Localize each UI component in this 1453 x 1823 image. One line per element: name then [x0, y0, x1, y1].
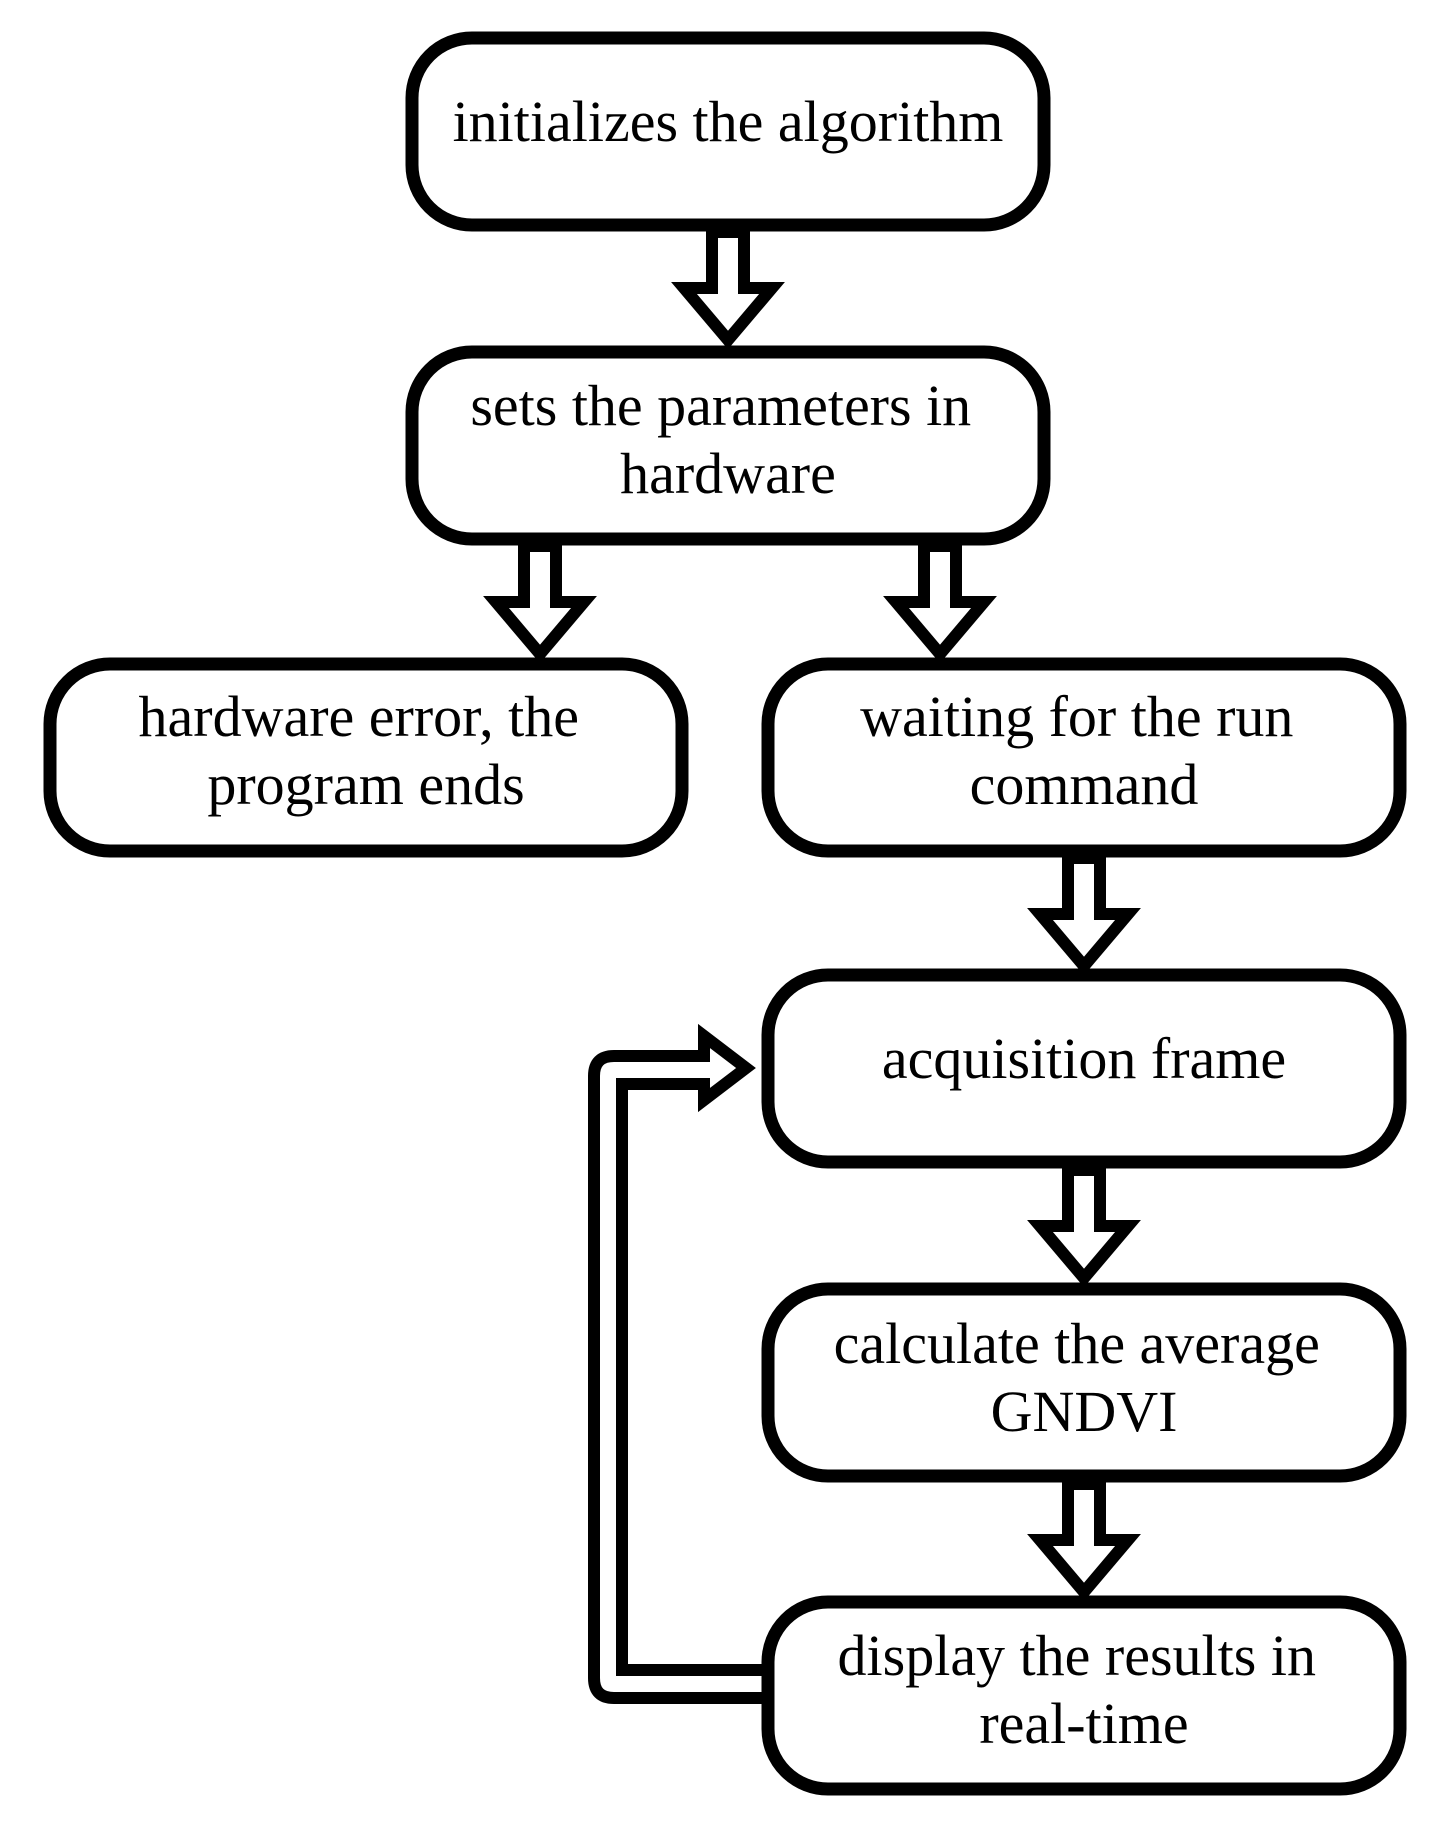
node-display-results-line-1: display the results in — [838, 1623, 1316, 1688]
node-display-results-line-2: real-time — [979, 1691, 1188, 1756]
node-hardware-error: hardware error, the program ends — [43, 657, 689, 858]
node-calculate-gndvi-line-2: GNDVI — [991, 1379, 1178, 1444]
svg-text:acquisition frame: acquisition frame — [882, 1026, 1286, 1091]
node-calculate-gndvi-line-1: calculate the average — [834, 1311, 1320, 1376]
arrow-down-acquire-to-calc — [1027, 1164, 1141, 1288]
node-set-parameters: sets the parameters in hardware — [405, 345, 1051, 546]
svg-text:display the results in r: display the results in real-time — [838, 1623, 1331, 1756]
node-calculate-gndvi: calculate the average GNDVI — [761, 1282, 1407, 1483]
svg-text:hardware error, the prog: hardware error, the program ends — [139, 684, 594, 817]
node-waiting-run-command-line-1: waiting for the run — [860, 684, 1293, 749]
node-initializes-algorithm-line-1: initializes the algorithm — [453, 89, 1004, 154]
arrow-loop-display-to-acquire — [588, 1023, 762, 1704]
node-set-parameters-line-1: sets the parameters in — [470, 373, 971, 438]
node-display-results: display the results in real-time — [761, 1595, 1407, 1796]
svg-text:waiting for the run comm: waiting for the run command — [860, 684, 1308, 817]
svg-text:calculate the average GN: calculate the average GNDVI — [834, 1311, 1335, 1444]
node-set-parameters-line-2: hardware — [620, 441, 836, 506]
node-acquisition-frame-line-1: acquisition frame — [882, 1026, 1286, 1091]
node-hardware-error-line-2: program ends — [207, 752, 524, 817]
node-hardware-error-line-1: hardware error, the — [139, 684, 579, 749]
node-initializes-algorithm: initializes the algorithm — [405, 31, 1051, 232]
svg-text:initializes the algorithm: initializes the algorithm — [453, 89, 1004, 154]
node-waiting-run-command: waiting for the run command — [761, 657, 1407, 858]
svg-text:sets the parameters in h: sets the parameters in hardware — [470, 373, 985, 506]
arrow-down-set-params-to-hw-error — [483, 540, 597, 664]
arrow-down-wait-run-to-acquire — [1027, 852, 1141, 976]
arrow-down-calc-to-display — [1027, 1478, 1141, 1602]
node-waiting-run-command-line-2: command — [970, 752, 1199, 817]
node-acquisition-frame: acquisition frame — [761, 968, 1407, 1169]
arrow-down-init-to-set-params — [671, 226, 785, 350]
arrow-down-set-params-to-wait-run — [883, 540, 997, 664]
